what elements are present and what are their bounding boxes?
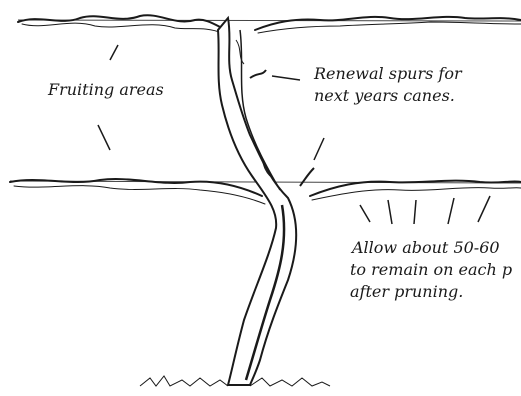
fruiting-areas-label: Fruiting areas <box>48 80 164 100</box>
renewal-spurs-label-line1: Renewal spurs for <box>314 64 462 84</box>
allow-label-line1: Allow about 50-60 <box>352 238 500 258</box>
allow-label-line3: after pruning. <box>350 282 463 302</box>
vine-trunk <box>218 18 314 385</box>
renewal-spurs-label-line2: next years canes. <box>314 86 455 106</box>
upper-trellis-wire <box>18 20 521 21</box>
upper-canes <box>18 15 521 33</box>
allow-label-line2: to remain on each p <box>350 260 512 280</box>
